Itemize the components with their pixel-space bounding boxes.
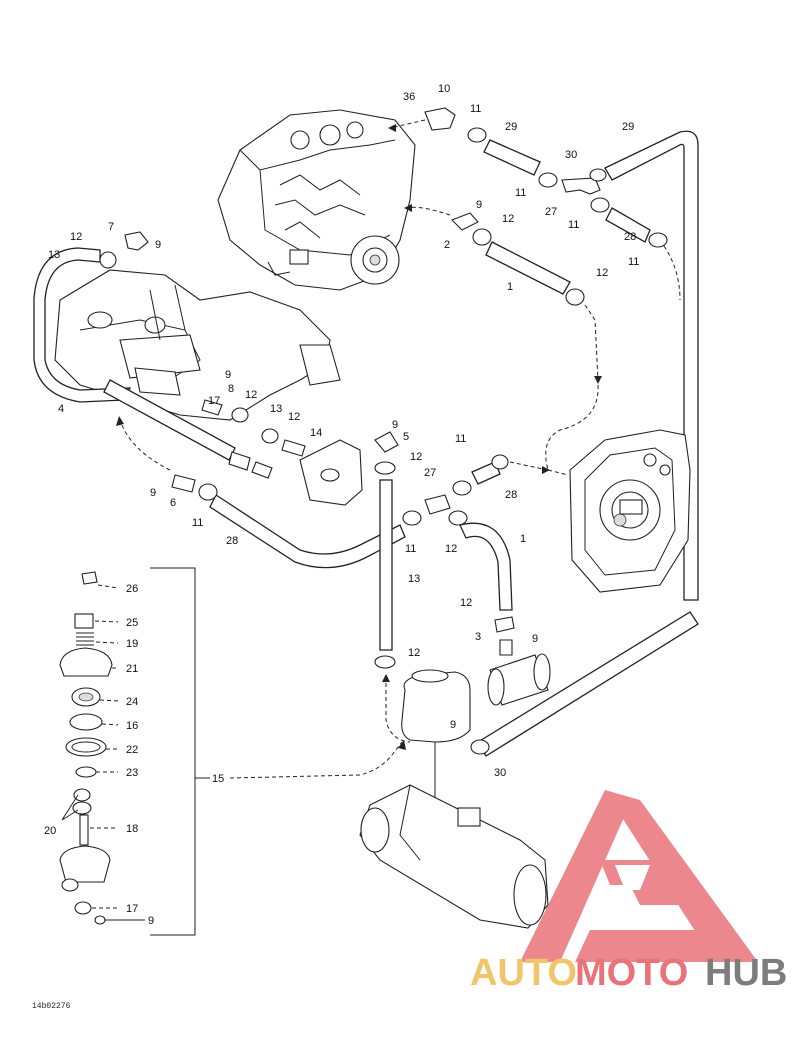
kit-callout-20: 20 [44, 825, 56, 837]
callout-6: 6 [170, 497, 176, 509]
fitting-row [201, 399, 306, 479]
callout-9: 9 [392, 419, 398, 431]
pump-housing [545, 384, 691, 593]
mount-bracket [299, 439, 363, 506]
callout-17: 17 [208, 395, 220, 407]
filter-canister [487, 653, 551, 706]
callout-12: 12 [596, 267, 608, 279]
callout-9: 9 [532, 633, 538, 645]
callout-36: 36 [403, 91, 415, 103]
callout-9: 9 [476, 199, 482, 211]
hose-28-lower [103, 379, 406, 569]
callout-12: 12 [245, 389, 257, 401]
callout-4: 4 [58, 403, 64, 415]
kit-callout-22: 22 [126, 744, 138, 756]
lower-tank [359, 784, 549, 929]
callout-11: 11 [628, 256, 639, 268]
callout-8: 8 [228, 383, 234, 395]
kit-callout-17: 17 [126, 903, 138, 915]
watermark-brand-hub: HUB [705, 952, 787, 994]
intake-housing [54, 269, 341, 421]
callout-11: 11 [455, 433, 466, 445]
center-hose-13 [374, 431, 411, 743]
center-tee-fittings [402, 454, 550, 656]
kit-callout-25: 25 [126, 617, 138, 629]
callout-28: 28 [624, 231, 636, 243]
callout-2: 2 [444, 239, 450, 251]
callout-13: 13 [270, 403, 282, 415]
callout-11: 11 [470, 103, 481, 115]
callout-12: 12 [288, 411, 300, 423]
callout-14: 14 [310, 427, 322, 439]
callout-30: 30 [494, 767, 506, 779]
coolant-reservoir [401, 611, 699, 800]
callout-7: 7 [108, 221, 114, 233]
kit-callout-15: 15 [212, 773, 224, 785]
callout-5: 5 [403, 431, 409, 443]
callout-27: 27 [545, 206, 557, 218]
callout-3: 3 [475, 631, 481, 643]
callout-11: 11 [515, 187, 526, 199]
callout-12: 12 [445, 543, 457, 555]
callout-9: 9 [450, 719, 456, 731]
callout-1: 1 [520, 533, 526, 545]
kit-callout-18: 18 [126, 823, 138, 835]
callout-12: 12 [410, 451, 422, 463]
callout-12: 12 [460, 597, 472, 609]
upper-hose-1 [404, 204, 602, 384]
callout-11: 11 [405, 543, 416, 555]
watermark-logo [520, 790, 758, 962]
upper-right-hoses [388, 107, 699, 601]
callout-9: 9 [150, 487, 156, 499]
callout-10: 10 [438, 83, 450, 95]
callout-29: 29 [505, 121, 517, 133]
kit-callout-24: 24 [126, 696, 138, 708]
callout-29: 29 [622, 121, 634, 133]
callout-12: 12 [408, 647, 420, 659]
kit-callout-23: 23 [126, 767, 138, 779]
hose-13-upper [33, 231, 149, 403]
callout-12: 12 [502, 213, 514, 225]
callout-9: 9 [225, 369, 231, 381]
callout-11: 11 [192, 517, 203, 529]
callout-28: 28 [226, 535, 238, 547]
kit-callout-16: 16 [126, 720, 138, 732]
callout-9: 9 [155, 239, 161, 251]
callout-30: 30 [565, 149, 577, 161]
callout-27: 27 [424, 467, 436, 479]
watermark-brand-auto: AUTO [470, 952, 577, 994]
callout-12: 12 [70, 231, 82, 243]
callout-13: 13 [48, 249, 60, 261]
watermark-brand-moto: MOTO [575, 952, 688, 994]
callout-labels: 36 10 11 29 29 30 11 27 11 28 11 9 12 2 … [32, 83, 639, 1011]
callout-11: 11 [568, 219, 579, 231]
drawing-code: 14b02276 [32, 1002, 71, 1011]
callout-28: 28 [505, 489, 517, 501]
kit-callout-21: 21 [126, 663, 138, 675]
kit-callout-19: 19 [126, 638, 138, 650]
kit-callout-26: 26 [126, 583, 138, 595]
callout-1: 1 [507, 281, 513, 293]
kit-callout-9: 9 [148, 915, 154, 927]
automotohub-watermark: AUTO MOTO HUB [470, 790, 787, 994]
engine-block [217, 109, 416, 291]
callout-13: 13 [408, 573, 420, 585]
thermostat-kit [59, 567, 406, 936]
